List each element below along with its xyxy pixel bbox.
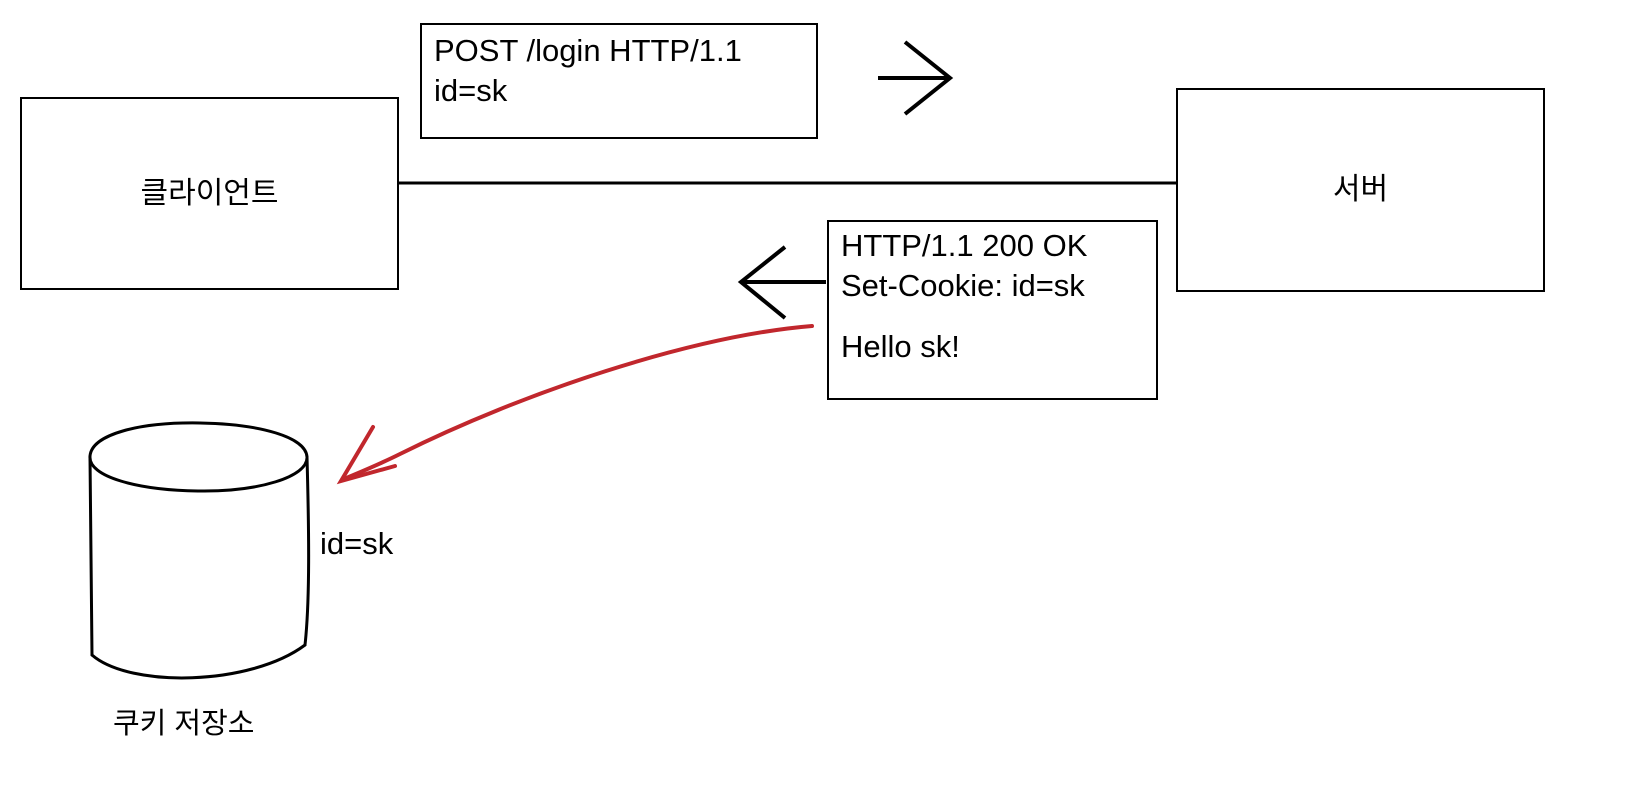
cookie-store-label: 쿠키 저장소 <box>113 708 255 740</box>
response-blank-line <box>841 305 1146 319</box>
response-set-cookie-header: Set-Cookie: id=sk <box>841 267 1085 303</box>
request-arrow-right-icon <box>878 40 954 116</box>
response-body-line: Hello sk! <box>841 329 960 365</box>
cookie-store-cylinder-icon <box>88 421 311 680</box>
request-line-2: id=sk <box>434 72 508 108</box>
cookie-store-curved-arrow-icon <box>336 324 814 485</box>
server-node-label: 서버 <box>1332 173 1389 206</box>
response-arrow-left-icon <box>737 245 826 320</box>
cookie-store-value-label: id=sk <box>320 526 394 561</box>
request-line-1: POST /login HTTP/1.1 <box>434 33 742 68</box>
request-message-box: POST /login HTTP/1.1 id=sk <box>420 23 818 139</box>
response-status-line: HTTP/1.1 200 OK <box>841 228 1088 263</box>
server-node: 서버 <box>1176 88 1545 292</box>
response-message-box: HTTP/1.1 200 OK Set-Cookie: id=sk Hello … <box>827 220 1158 400</box>
client-node: 클라이언트 <box>20 97 399 290</box>
client-node-label: 클라이언트 <box>140 176 279 210</box>
